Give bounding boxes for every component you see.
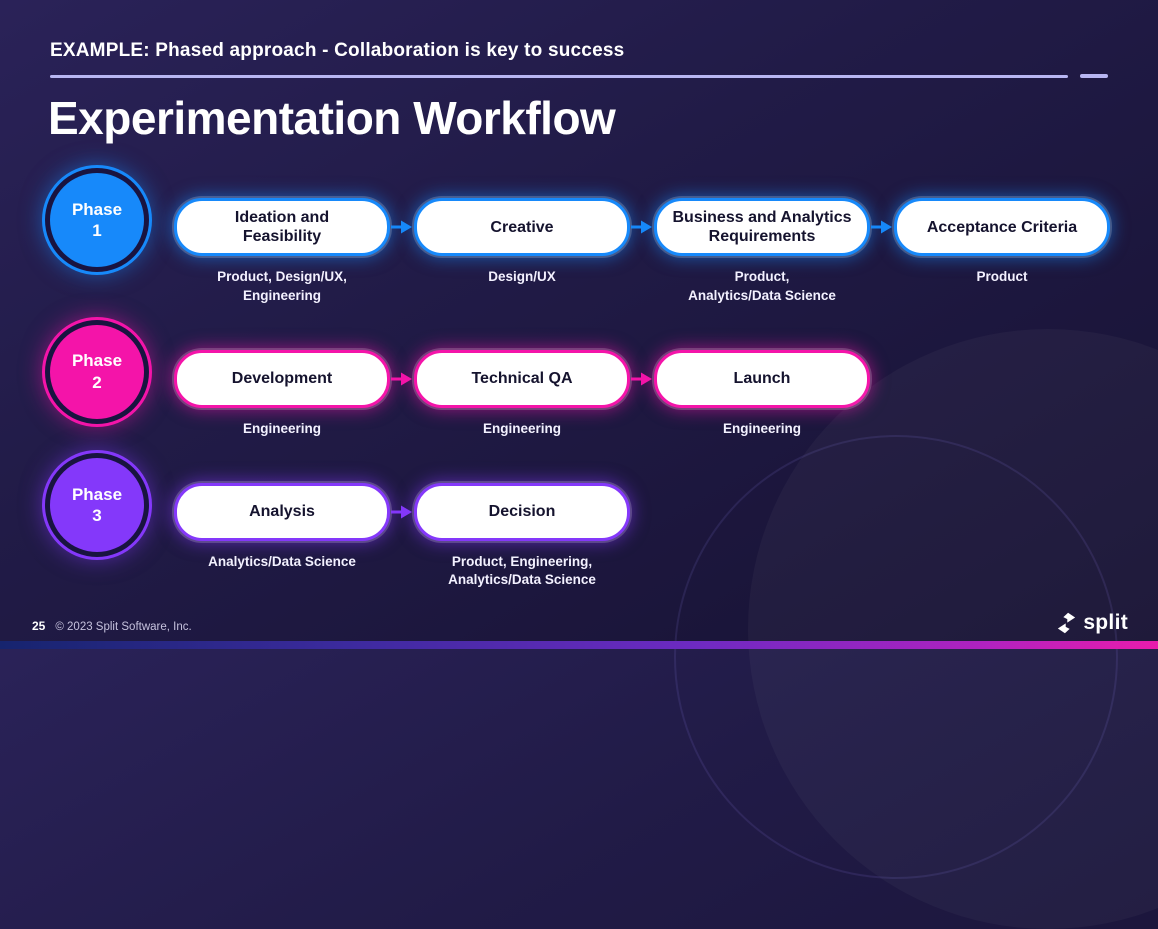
phase-badge-number: 2	[92, 372, 102, 392]
phase-badge-number: 1	[92, 221, 102, 241]
divider-dash	[1080, 74, 1108, 78]
step-owners: Engineering	[242, 420, 321, 436]
page-title: Experimentation Workflow	[48, 92, 616, 144]
step-pill: Acceptance Criteria	[894, 198, 1110, 257]
step-owners: Product	[976, 269, 1028, 285]
flow-arrow-icon	[390, 483, 414, 541]
flow-arrow-icon	[870, 198, 894, 256]
step-owners: Analytics/Data Science	[208, 553, 356, 569]
background-ring-decoration	[674, 435, 1118, 879]
page-number: 25	[32, 619, 46, 633]
slide-kicker: EXAMPLE: Phased approach - Collaboration…	[50, 40, 625, 61]
step-pill: Creative	[414, 198, 630, 257]
step-pill: Technical QA	[414, 349, 630, 408]
step-pill: Decision	[414, 482, 630, 541]
phase-badge-number: 3	[92, 505, 102, 525]
bottom-gradient-bar	[0, 641, 1158, 649]
copyright-text: © 2023 Split Software, Inc.	[55, 621, 192, 633]
step-owners: Engineering	[482, 420, 561, 436]
step-pill: Launch	[654, 349, 870, 408]
step-owners: Product, Analytics/Data Science	[688, 269, 836, 303]
step-pill: Business and Analytics Requirements	[654, 198, 870, 257]
workflow-step: Technical QA Engineering	[414, 349, 630, 438]
slide: EXAMPLE: Phased approach - Collaboration…	[0, 40, 1158, 879]
phase-badge-label: Phase	[71, 484, 123, 504]
step-owners: Product, Design/UX, Engineering	[217, 269, 347, 303]
phase-badge-label: Phase	[71, 200, 123, 220]
step-owners: Product, Engineering, Analytics/Data Sci…	[448, 553, 596, 588]
phase-badge-label: Phase	[71, 351, 123, 371]
flow-arrow-icon	[630, 350, 654, 408]
flow-arrow-icon	[390, 198, 414, 256]
step-owners: Design/UX	[488, 269, 556, 285]
split-logo-text: split	[1083, 611, 1128, 634]
step-pill: Analysis	[174, 482, 390, 541]
split-logo-icon	[1058, 612, 1076, 634]
flow-arrow-icon	[390, 350, 414, 408]
footer: 25 © 2023 Split Software, Inc.	[32, 619, 192, 633]
divider-line	[50, 74, 1068, 78]
step-owners: Engineering	[722, 420, 801, 436]
flow-arrow-icon	[630, 198, 654, 256]
split-logo: split	[1057, 611, 1128, 635]
divider	[50, 74, 1108, 78]
step-pill: Ideation and Feasibility	[174, 198, 390, 257]
step-pill: Development	[174, 349, 390, 408]
